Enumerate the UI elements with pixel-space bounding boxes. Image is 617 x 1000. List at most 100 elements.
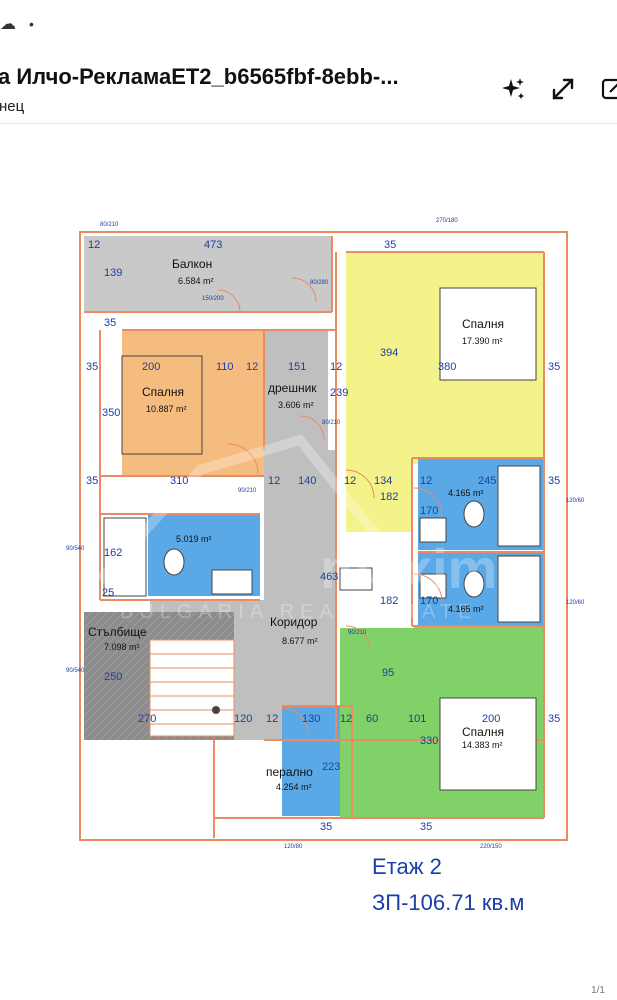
balcony-area-label: 6.584 m² xyxy=(178,276,214,286)
dim-label: 35 xyxy=(384,239,396,251)
dim-label: 120 xyxy=(234,713,252,725)
bed-ne xyxy=(439,287,537,381)
toilet-ne1 xyxy=(463,500,485,528)
bedroom-se-name: Спалня xyxy=(462,725,504,739)
furniture xyxy=(103,287,541,791)
bedroom-se-top xyxy=(414,626,544,646)
window-mark: 90/210 xyxy=(238,488,257,494)
sparkle-icon xyxy=(502,78,524,99)
dim-label: 35 xyxy=(548,361,560,373)
toilet-w xyxy=(163,548,185,576)
balcony-name: Балкон xyxy=(172,257,212,271)
bedroom-ne-entry xyxy=(346,252,412,532)
dim-label: 101 xyxy=(408,713,426,725)
dimension-labels: 473 12 139 35 35 200 110 12 151 12 394 3… xyxy=(86,239,560,833)
dim-label: 162 xyxy=(104,547,122,559)
edit-button[interactable] xyxy=(598,74,617,104)
dim-label: 250 xyxy=(104,671,122,683)
dim-label: 35 xyxy=(86,361,98,373)
dim-label: 394 xyxy=(380,347,398,359)
stair-lines xyxy=(150,653,234,725)
dim-label: 35 xyxy=(548,475,560,487)
dim-label: 239 xyxy=(330,387,348,399)
bedroom-ne-area-label: 17.390 m² xyxy=(462,336,503,346)
sink-ne2 xyxy=(419,573,447,599)
dim-label: 130 xyxy=(302,713,320,725)
dim-label: 151 xyxy=(288,361,306,373)
bath-w-area-label: 5.019 m² xyxy=(176,534,212,544)
window-mark: 80/210 xyxy=(100,222,119,228)
bed-se xyxy=(439,697,537,791)
dim-label: 270 xyxy=(138,713,156,725)
dim-label: 245 xyxy=(478,475,496,487)
dim-label: 35 xyxy=(320,821,332,833)
dim-label: 12 xyxy=(266,713,278,725)
dim-label: 134 xyxy=(374,475,392,487)
window-mark: 120/80 xyxy=(284,844,303,850)
door-swings xyxy=(217,277,443,735)
document-title: а Илчо-РекламаЕТ2_b6565fbf-8ebb-... xyxy=(0,64,399,89)
dim-label: 170 xyxy=(420,595,438,607)
watermark-text: maximo xyxy=(320,537,532,600)
interior-walls xyxy=(84,236,545,838)
watermark: maximo BULGARIA REAL ESTATE xyxy=(96,434,532,623)
toilet-ne2 xyxy=(463,570,485,598)
closet-name: дрешник xyxy=(268,381,317,395)
stair-post xyxy=(212,706,220,714)
dim-label: 110 xyxy=(216,361,234,373)
bath-ne1-area-label: 4.165 m² xyxy=(448,488,484,498)
bedroom-nw-name: Спалня xyxy=(142,385,184,399)
corridor-area-label: 8.677 m² xyxy=(282,636,318,646)
dim-label: 35 xyxy=(104,317,116,329)
expand-button[interactable] xyxy=(548,74,578,104)
room-labels: Балкон 6.584 m² Спалня 10.887 m² дрешник… xyxy=(88,257,504,792)
area-label: ЗП-106.71 кв.м xyxy=(372,890,524,915)
dim-label: 35 xyxy=(420,821,432,833)
dim-label: 140 xyxy=(298,475,316,487)
dim-label: 200 xyxy=(482,713,500,725)
bedroom-nw-area-label: 10.887 m² xyxy=(146,404,187,414)
stairs-steps xyxy=(149,639,235,737)
dim-label: 463 xyxy=(320,571,338,583)
stairs-name: Стълбище xyxy=(88,625,147,639)
window-mark: 80/210 xyxy=(322,420,341,426)
window-mark: 80/280 xyxy=(310,280,329,286)
bedroom-se-area-label: 14.383 m² xyxy=(462,740,503,750)
dim-label: 12 xyxy=(330,361,342,373)
dim-label: 12 xyxy=(268,475,280,487)
edit-icon xyxy=(601,78,617,100)
window-mark: 270/180 xyxy=(436,218,458,224)
dim-label: 200 xyxy=(142,361,160,373)
washer xyxy=(339,567,373,591)
header-divider xyxy=(0,123,617,124)
dim-label: 139 xyxy=(104,267,122,279)
dim-label: 350 xyxy=(102,407,120,419)
sparkle-button[interactable] xyxy=(498,74,528,104)
page-number: 1/1 xyxy=(591,985,605,996)
dim-label: 25 xyxy=(102,587,114,599)
sink-w xyxy=(211,569,253,595)
corridor-name: Коридор xyxy=(270,615,318,629)
dim-label: 182 xyxy=(380,491,398,503)
dim-label: 223 xyxy=(322,761,340,773)
floor-label: Етаж 2 xyxy=(372,854,442,879)
shower-w xyxy=(103,517,147,597)
dim-label: 35 xyxy=(548,713,560,725)
bedroom-ne-name: Спалня xyxy=(462,317,504,331)
laundry-area-label: 4.254 m² xyxy=(276,782,312,792)
bed-nw xyxy=(121,355,203,455)
bedroom-nw-extension xyxy=(218,372,264,472)
window-marks: 80/280 90/210 80/210 90/210 120/60 120/6… xyxy=(66,218,585,850)
closet-area-label: 3.606 m² xyxy=(278,400,314,410)
dim-label: 12 xyxy=(340,713,352,725)
dim-label: 35 xyxy=(86,475,98,487)
dim-label: 182 xyxy=(380,595,398,607)
balcony-area xyxy=(84,236,332,312)
document-subtitle: нец xyxy=(0,98,25,115)
bath-ne2-area-label: 4.165 m² xyxy=(448,604,484,614)
dim-label: 60 xyxy=(366,713,378,725)
laundry-name: перално xyxy=(266,765,313,779)
windows xyxy=(79,231,568,841)
window-mark: 120/60 xyxy=(566,498,585,504)
